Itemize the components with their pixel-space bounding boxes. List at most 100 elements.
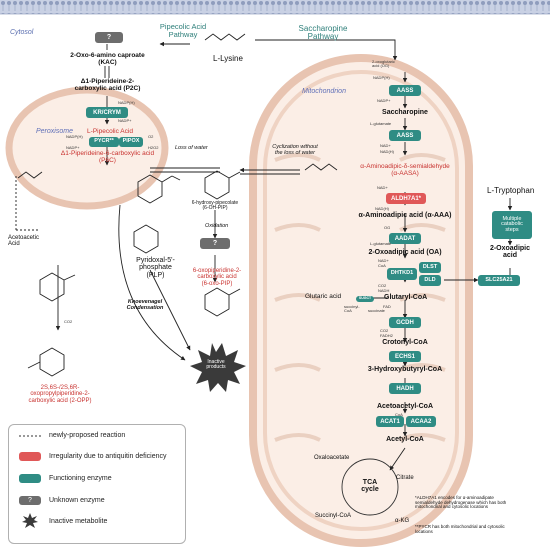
enzyme-sugct: SUGCT xyxy=(356,296,374,302)
metabolite-p6c: Δ1-Piperideine-6-carboxylic acid (P6C) xyxy=(60,150,155,164)
cofactor-oxoglutaric: 2-oxoglutaric acid (OG) xyxy=(372,59,395,69)
legend-unknown-swatch: ? xyxy=(19,496,41,505)
cofactor-fad: FAD xyxy=(383,304,391,309)
cofactor-succinyl-coa-small: succinyl- CoA xyxy=(344,304,360,314)
cofactor-fadh: FADH2 xyxy=(380,333,393,338)
metabolite-plp: Pyridoxal-5'- phosphate (PLP) xyxy=(136,257,175,279)
chemical-structures xyxy=(17,33,338,377)
cofactor-lglutamate-2: L-glutamate xyxy=(370,241,392,246)
metabolite-2-oxoadipic-cytosol: 2-Oxoadipic acid xyxy=(489,245,531,260)
cytosol-label: Cytosol xyxy=(10,29,34,36)
cofactor-nadp-pyc: NADP+ xyxy=(66,145,80,150)
enzyme-dhtkd1: DHTKD1 xyxy=(387,268,417,280)
legend-teal-swatch xyxy=(19,474,41,483)
legend-unknown-label: Unknown enzyme xyxy=(49,497,105,504)
label-cyclization: Cyclization without the loss of water xyxy=(272,144,318,156)
cofactor-lglutamate-1: L-glutamate xyxy=(370,121,392,126)
metabolite-6-oh-pip: 6-hydroxy-pipecolate (6-OH-PIP) xyxy=(191,200,239,212)
pipecolic-arrows xyxy=(15,39,398,361)
mitochondrion-label: Mitochondrion xyxy=(302,88,346,95)
label-oxidation: Oxidation xyxy=(205,223,229,229)
metabolite-hydroxybutyryl-coa: 3-Hydroxybutyryl-CoA xyxy=(367,366,443,373)
enzyme-echs1: ECHS1 xyxy=(389,351,421,362)
cofactor-nadh-aldh: NAD(H) xyxy=(375,206,389,211)
metabolite-tryptophan: L-Tryptophan xyxy=(487,186,535,195)
legend-dashed-line xyxy=(19,435,41,437)
legend-inactive-starburst xyxy=(22,513,38,528)
cofactor-nadp-p2c: NADP+ xyxy=(118,118,132,123)
cofactor-nadp-aass: NADP+ xyxy=(377,98,391,103)
cofactor-co2-gcdh: CO2 xyxy=(380,328,389,333)
metabolite-saccharopine: Saccharopine xyxy=(382,109,428,116)
metabolite-glutaric-acid: Glutaric acid xyxy=(305,293,342,300)
cofactor-coa-dh: CoA xyxy=(378,263,386,268)
metabolite-oa: 2-Oxoadipic acid (OA) xyxy=(368,249,442,256)
metabolite-citrate: Citrate xyxy=(396,475,414,481)
pipecolic-pathway-label: Pipecolic Acid Pathway xyxy=(159,22,207,39)
enzyme-aass-2: AASS xyxy=(389,130,421,141)
cofactor-nadph-p2c: NADP(H) xyxy=(118,100,135,105)
cofactor-co2-opp: CO2 xyxy=(64,319,73,324)
legend-inactive-label: Inactive metabolite xyxy=(49,518,108,525)
metabolite-akg: α-KG xyxy=(395,518,410,524)
cofactor-nadph-pyc: NADP(H) xyxy=(66,134,83,139)
unknown-enzyme-top: ? xyxy=(95,32,123,43)
metabolite-glutaryl-coa: Glutaryl-CoA xyxy=(384,294,428,301)
unknown-enzyme-oxidation: ? xyxy=(200,238,230,249)
enzyme-pipox: PIPOX xyxy=(119,137,143,147)
metabolite-aaa: α-Aminoadipic acid (α-AAA) xyxy=(358,212,452,219)
legend-red-label: Irregularity due to antiquitin deficienc… xyxy=(49,453,167,460)
metabolite-succinyl-coa: Succinyl-CoA xyxy=(315,513,352,519)
cofactor-co2-dh: CO2 xyxy=(378,283,387,288)
metabolite-acetoacetyl-coa: Acetoacetyl-CoA xyxy=(376,403,433,410)
metabolite-lysine: L-Lysine xyxy=(213,54,243,63)
metabolite-aasa: α-Aminoadipic-δ-semialdehyde (α-AASA) xyxy=(360,163,450,177)
footnote-aldh7a1: *ALDH7A1 encodes for α-aminoadipate semi… xyxy=(415,495,507,510)
cofactor-og-aadat: OG xyxy=(384,225,391,230)
footnote-pycr: **PYCR has both mitochondrial and cytoso… xyxy=(415,524,505,534)
metabolite-pipecolic-acid: L-Pipecolic Acid xyxy=(87,128,133,135)
inactive-starburst xyxy=(190,343,246,392)
enzyme-gcdh: GCDH xyxy=(389,317,421,328)
cofactor-coa-acat: CoA xyxy=(395,412,403,417)
cofactor-nad-dh: NAD+ xyxy=(378,258,389,263)
legend-dashed-label: newly-proposed reaction xyxy=(49,432,126,439)
cofactor-nadph-aass: NADP(H) xyxy=(373,75,390,80)
enzyme-aldh7a1: ALDH7A1* xyxy=(386,193,426,204)
metabolite-kac: 2-Oxo-6-amino caproate (KAC) xyxy=(70,52,145,66)
enzyme-hadh: HADH xyxy=(389,383,421,394)
legend-teal-label: Functioning enzyme xyxy=(49,475,112,482)
label-tca-cycle: TCA cycle xyxy=(361,479,379,494)
cofactor-nadh-aass2: NAD(H) xyxy=(380,149,394,154)
saccharopine-pathway-label: Saccharopine Pathway xyxy=(298,24,348,42)
enzyme-aass-1: AASS xyxy=(389,85,421,96)
legend-red-swatch xyxy=(19,452,41,461)
cofactor-h2o2: H2O2 xyxy=(148,145,159,150)
metabolite-6-oxo-pip: 6-oxopiperidine-2- carboxylic acid (6-ox… xyxy=(192,268,242,287)
enzyme-aadat: AADAT xyxy=(389,233,421,244)
peroxisome-shape xyxy=(5,86,169,210)
cofactor-nad-aldh: NAD+ xyxy=(377,185,388,190)
metabolite-2-opp: 2S,6S-/2S,6R- oxopropylpiperidine-2- car… xyxy=(28,385,92,404)
legend: newly-proposed reaction Irregularity due… xyxy=(8,424,186,544)
enzyme-kr-crym: KR/CRYM xyxy=(86,107,128,118)
metabolite-p2c: Δ1-Piperideine-2- carboxylic acid (P2C) xyxy=(74,78,141,92)
metabolite-crotonyl-coa: Crotonyl-CoA xyxy=(382,339,428,346)
peroxisome-label: Peroxisome xyxy=(36,128,73,135)
label-knoevenagel: Knoevenagel Condensation xyxy=(126,299,164,311)
enzyme-dlst: DLST xyxy=(419,262,441,273)
cofactor-o2: O2 xyxy=(148,134,154,139)
cofactor-nadh-dh: NADH xyxy=(378,288,390,293)
enzyme-multiple-catabolic-steps: Multiple catabolic steps xyxy=(492,211,532,239)
cofactor-nad-aass2: NAD+ xyxy=(380,143,391,148)
enzyme-acat1: ACAT1 xyxy=(376,416,404,427)
enzyme-pycr: PYCR** xyxy=(89,137,119,147)
metabolite-acetoacetic: Acetoacetic Acid xyxy=(8,235,40,248)
label-loss-of-water: Loss of water xyxy=(175,145,208,151)
enzyme-slc25a21: SLC25A21 xyxy=(478,275,520,286)
cell-membrane xyxy=(0,0,550,14)
metabolite-acetyl-coa: Acetyl-CoA xyxy=(386,436,424,443)
metabolite-inactive: Inactive products xyxy=(206,359,226,371)
metabolite-oxaloacetate: Oxaloacetate xyxy=(314,455,350,461)
